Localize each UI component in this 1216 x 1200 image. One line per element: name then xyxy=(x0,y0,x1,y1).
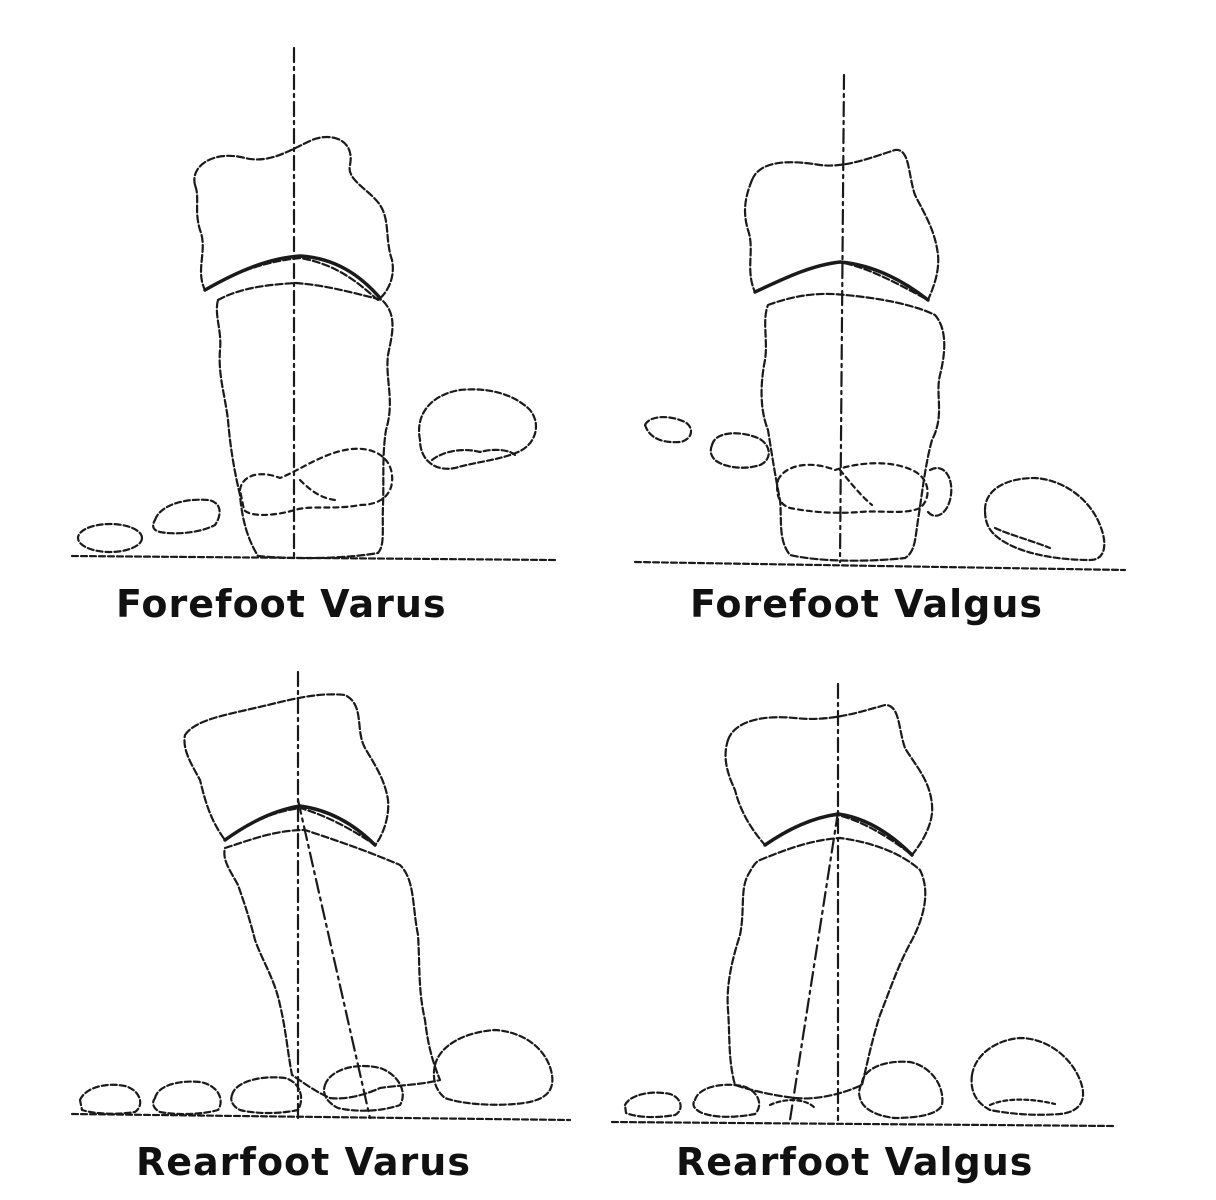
heel-contact-mark xyxy=(770,1100,815,1108)
talus-calcaneus-bone xyxy=(224,830,440,1098)
label-rearfoot-valgus: Rearfoot Valgus xyxy=(676,1140,1034,1184)
metatarsal-head-5 xyxy=(419,389,536,468)
metatarsal-head-1 xyxy=(645,417,691,442)
tibia-bone xyxy=(745,150,938,300)
midfoot-bone xyxy=(777,463,927,513)
ankle-joint-line xyxy=(755,262,928,300)
ground-line xyxy=(72,1114,570,1120)
panel-forefoot-varus xyxy=(72,48,555,560)
ground-line xyxy=(635,562,1125,570)
ankle-joint-line xyxy=(225,806,375,845)
metatarsal-head-1 xyxy=(625,1093,681,1117)
midfoot-inner-line xyxy=(840,470,872,505)
panel-forefoot-valgus xyxy=(635,75,1125,570)
midfoot-inner-line xyxy=(300,480,335,500)
metatarsal-head-2 xyxy=(153,500,219,534)
metatarsal-head-5-inner xyxy=(990,1100,1055,1105)
talus-calcaneus-bone xyxy=(762,294,945,561)
label-rearfoot-varus: Rearfoot Varus xyxy=(136,1140,471,1184)
metatarsal-head-5 xyxy=(985,478,1104,560)
panel-rearfoot-valgus xyxy=(612,684,1115,1126)
tibia-bone xyxy=(194,137,392,300)
metatarsal-head-2 xyxy=(693,1085,759,1117)
panel-rearfoot-varus xyxy=(72,672,570,1120)
label-forefoot-varus: Forefoot Varus xyxy=(116,582,447,626)
metatarsal-head-5 xyxy=(434,1030,552,1105)
vertical-reference-line xyxy=(840,75,844,562)
midfoot-bone xyxy=(240,449,392,515)
metatarsal-head-4 xyxy=(859,1062,942,1118)
ankle-joint-line xyxy=(205,256,380,298)
talus-calcaneus-bone xyxy=(728,838,926,1098)
ground-line xyxy=(72,556,555,560)
heel-axis-line xyxy=(790,812,838,1120)
ankle-joint-line xyxy=(765,814,912,855)
talus-calcaneus-bone xyxy=(217,283,393,558)
tibia-bone xyxy=(184,694,388,845)
label-forefoot-valgus: Forefoot Valgus xyxy=(690,582,1044,626)
metatarsal-head-2 xyxy=(711,433,769,467)
metatarsal-head-5 xyxy=(972,1038,1083,1115)
metatarsal-head-2 xyxy=(153,1082,221,1114)
metatarsal-head-3 xyxy=(231,1077,301,1113)
ground-line xyxy=(612,1122,1115,1126)
heel-axis-line xyxy=(298,800,370,1118)
metatarsal-head-4 xyxy=(324,1066,403,1111)
metatarsal-head-1 xyxy=(78,524,142,552)
tibia-bone xyxy=(726,705,933,855)
metatarsal-head-5-inner xyxy=(432,450,515,460)
metatarsal-head-1 xyxy=(80,1085,140,1114)
midfoot-lateral-bump xyxy=(928,468,951,516)
metatarsal-head-5-inner xyxy=(995,528,1050,548)
